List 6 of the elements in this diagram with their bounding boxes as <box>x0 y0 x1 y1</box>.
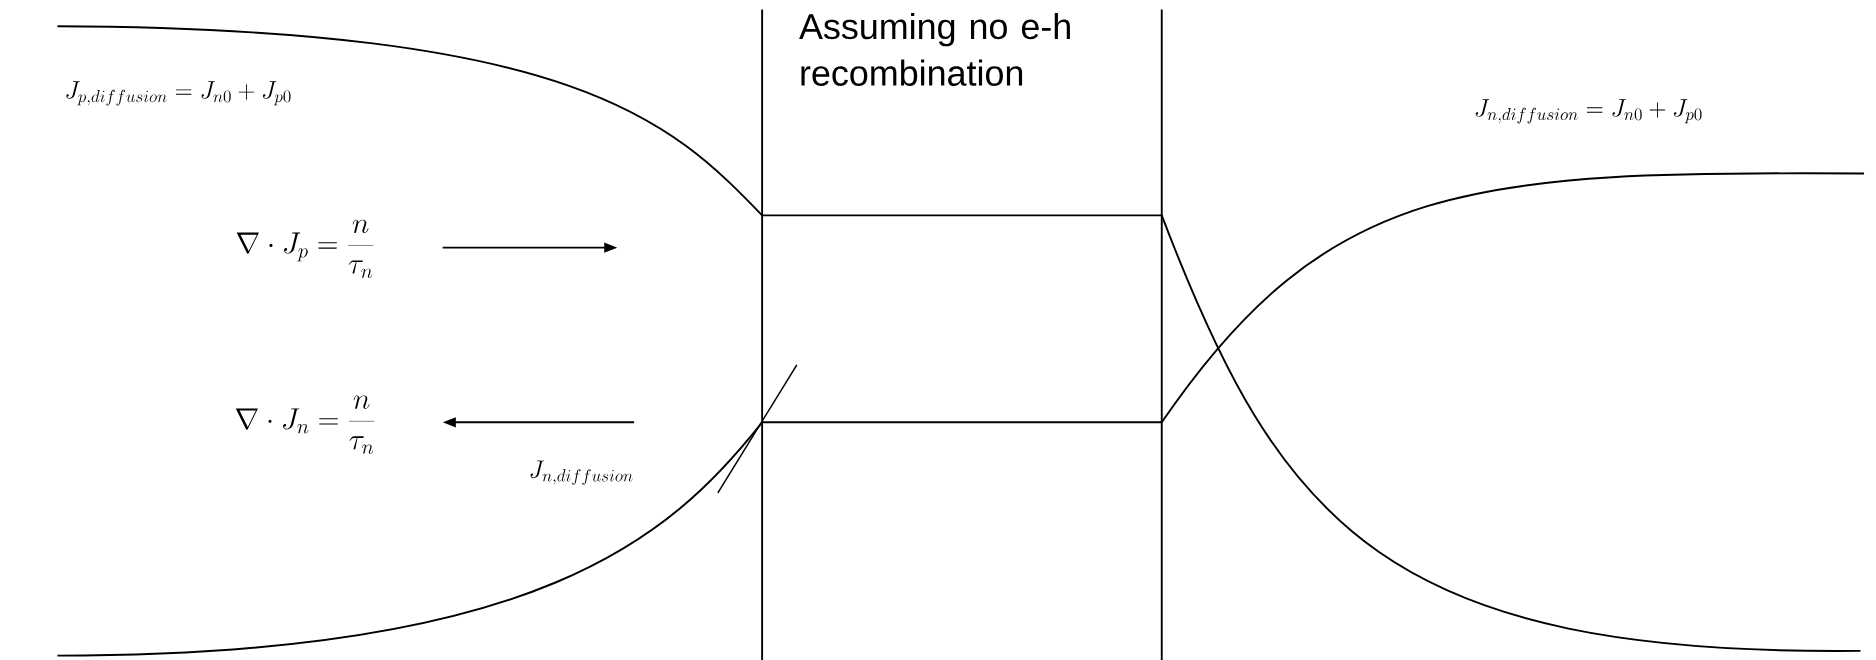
equation: $J_{n,diffusion}$ <box>530 460 633 485</box>
equation: $\nabla \cdot J_{n} = \frac{n}{\tau_{n}}$ <box>235 395 375 454</box>
equation: $J_{n,diffusion} = J_{n0} + J_{p0}$ <box>1475 99 1702 124</box>
equation: $\nabla \cdot J_{p} = \frac{n}{\tau_{n}}$ <box>236 219 374 278</box>
note-text: Assuming no e-h recombination <box>799 12 1070 86</box>
equation: $J_{p,diffusion} = J_{n0} + J_{p0}$ <box>66 81 291 106</box>
